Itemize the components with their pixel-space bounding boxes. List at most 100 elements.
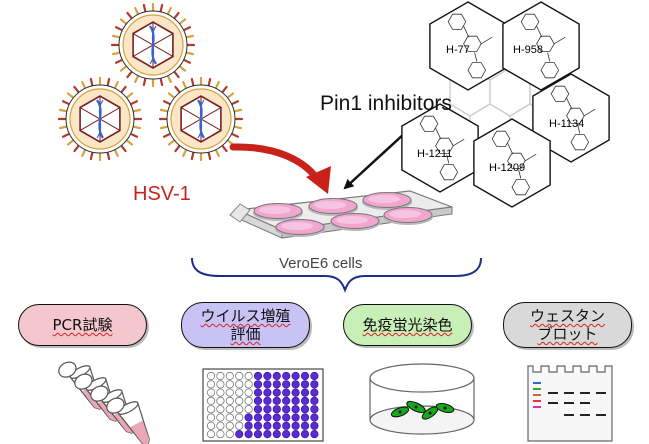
compound-label-h1134: H-1134 bbox=[549, 118, 585, 130]
plate-well-dot bbox=[253, 413, 263, 422]
blot-band bbox=[580, 414, 590, 416]
plate-well-dot bbox=[244, 388, 253, 397]
hsv-virus-group bbox=[57, 2, 244, 162]
plate-well-dot bbox=[310, 388, 319, 397]
culture-plate bbox=[229, 190, 453, 239]
plate-well-dot bbox=[216, 413, 225, 422]
plate-well-dot bbox=[300, 405, 310, 414]
assay-growth-label-2: 評価 bbox=[230, 325, 261, 343]
plate-well-dot bbox=[291, 380, 300, 389]
plate-well-dot bbox=[272, 421, 281, 430]
plate-well-dot bbox=[244, 371, 253, 381]
plate-well-dot bbox=[263, 405, 272, 414]
compound-label-h1211: H-1211 bbox=[417, 148, 453, 160]
plate-well-dot bbox=[300, 413, 310, 422]
plate-well-dot bbox=[282, 421, 291, 430]
petri-dish-icon bbox=[369, 363, 475, 435]
ladder-band bbox=[533, 382, 541, 384]
compound-label-h77: H-77 bbox=[446, 44, 470, 56]
plate-well-dot bbox=[300, 380, 310, 389]
plate-well-dot bbox=[235, 380, 244, 389]
plate-well-dot bbox=[310, 405, 319, 414]
plate-well-dot bbox=[263, 396, 272, 405]
plate-well-dot bbox=[216, 388, 225, 397]
plate-well-dot bbox=[310, 371, 319, 381]
plate-well-dot bbox=[300, 371, 310, 381]
plate-well-dot bbox=[225, 405, 234, 414]
plate-well-dot bbox=[206, 405, 216, 414]
assay-immunofluorescence: 免疫蛍光染色 bbox=[343, 304, 472, 346]
plate-well-highlight bbox=[389, 210, 421, 218]
pcr-tubes-icon bbox=[58, 361, 151, 444]
virus-particle-top bbox=[110, 2, 196, 88]
plate-well-dot bbox=[206, 421, 216, 430]
compound-h958 bbox=[502, 1, 580, 91]
plate-well-dot bbox=[272, 396, 281, 405]
compound-h1209 bbox=[473, 118, 551, 208]
plate-well-dot bbox=[244, 380, 253, 389]
plate-well-dot bbox=[291, 413, 300, 422]
blot-band bbox=[564, 402, 574, 404]
plate-well-dot bbox=[244, 405, 253, 414]
blot-band bbox=[596, 414, 606, 416]
plate-well-dot bbox=[244, 421, 253, 430]
ladder-band bbox=[533, 406, 541, 408]
plate-well-dot bbox=[300, 429, 310, 439]
plate-well-dot bbox=[310, 421, 319, 430]
plate-well-dot bbox=[253, 429, 263, 439]
plate-well-dot bbox=[263, 413, 272, 422]
plate-well-dot bbox=[206, 371, 216, 381]
plate-well-dot bbox=[235, 421, 244, 430]
plate-well-dot bbox=[282, 396, 291, 405]
plate-well-dot bbox=[216, 429, 225, 439]
plate-well-dot bbox=[216, 380, 225, 389]
plate-well-dot bbox=[310, 396, 319, 405]
blot-band bbox=[580, 402, 590, 404]
plate-well-dot bbox=[272, 413, 281, 422]
plate-well-dot bbox=[263, 371, 272, 381]
plate-well-highlight bbox=[281, 222, 313, 230]
compound-h1134 bbox=[532, 73, 610, 163]
plate-well-dot bbox=[253, 371, 263, 381]
plate-well-dot bbox=[282, 380, 291, 389]
inhibitor-label: Pin1 inhibitors bbox=[320, 92, 452, 115]
compound-h1211 bbox=[401, 103, 479, 193]
pcr-tube bbox=[106, 397, 151, 444]
plate-well-dot bbox=[272, 429, 281, 439]
assay-if-label: 免疫蛍光染色 bbox=[362, 316, 453, 334]
plate-well-dot bbox=[263, 421, 272, 430]
plate-well-dot bbox=[272, 405, 281, 414]
assay-pcr-test: PCR試験 bbox=[18, 304, 147, 346]
ladder-band bbox=[533, 394, 541, 396]
plate-well-dot bbox=[291, 421, 300, 430]
compound-hexagons bbox=[401, 1, 610, 208]
plate-well-dot bbox=[282, 429, 291, 439]
plate-well-dot bbox=[225, 429, 234, 439]
plate-well-dot bbox=[216, 396, 225, 405]
plate-well-dot bbox=[244, 429, 253, 439]
plate-well-dot bbox=[225, 396, 234, 405]
plate-well-dot bbox=[282, 405, 291, 414]
well-plate-icon bbox=[202, 368, 324, 442]
plate-well-dot bbox=[216, 371, 225, 381]
plate-well-dot bbox=[206, 380, 216, 389]
cells-brace bbox=[191, 257, 482, 293]
plate-well-dot bbox=[253, 421, 263, 430]
plate-well-dot bbox=[235, 405, 244, 414]
plate-well-dot bbox=[300, 421, 310, 430]
plate-well-dot bbox=[225, 413, 234, 422]
plate-well-dot bbox=[310, 380, 319, 389]
ladder-band bbox=[533, 400, 541, 402]
plate-well-dot bbox=[235, 371, 244, 381]
assay-pcr-label: PCR試験 bbox=[52, 316, 113, 334]
plate-well-dot bbox=[263, 429, 272, 439]
plate-well-dot bbox=[291, 396, 300, 405]
cell-line-label: VeroE6 cells bbox=[279, 255, 363, 272]
blot-band bbox=[548, 392, 558, 394]
assay-wb-label-1: ウェスタン bbox=[529, 307, 605, 325]
plate-well-dot bbox=[225, 371, 234, 381]
plate-well-dot bbox=[291, 405, 300, 414]
plate-well-dot bbox=[225, 380, 234, 389]
assay-growth-label-1: ウイルス増殖 bbox=[200, 307, 291, 325]
